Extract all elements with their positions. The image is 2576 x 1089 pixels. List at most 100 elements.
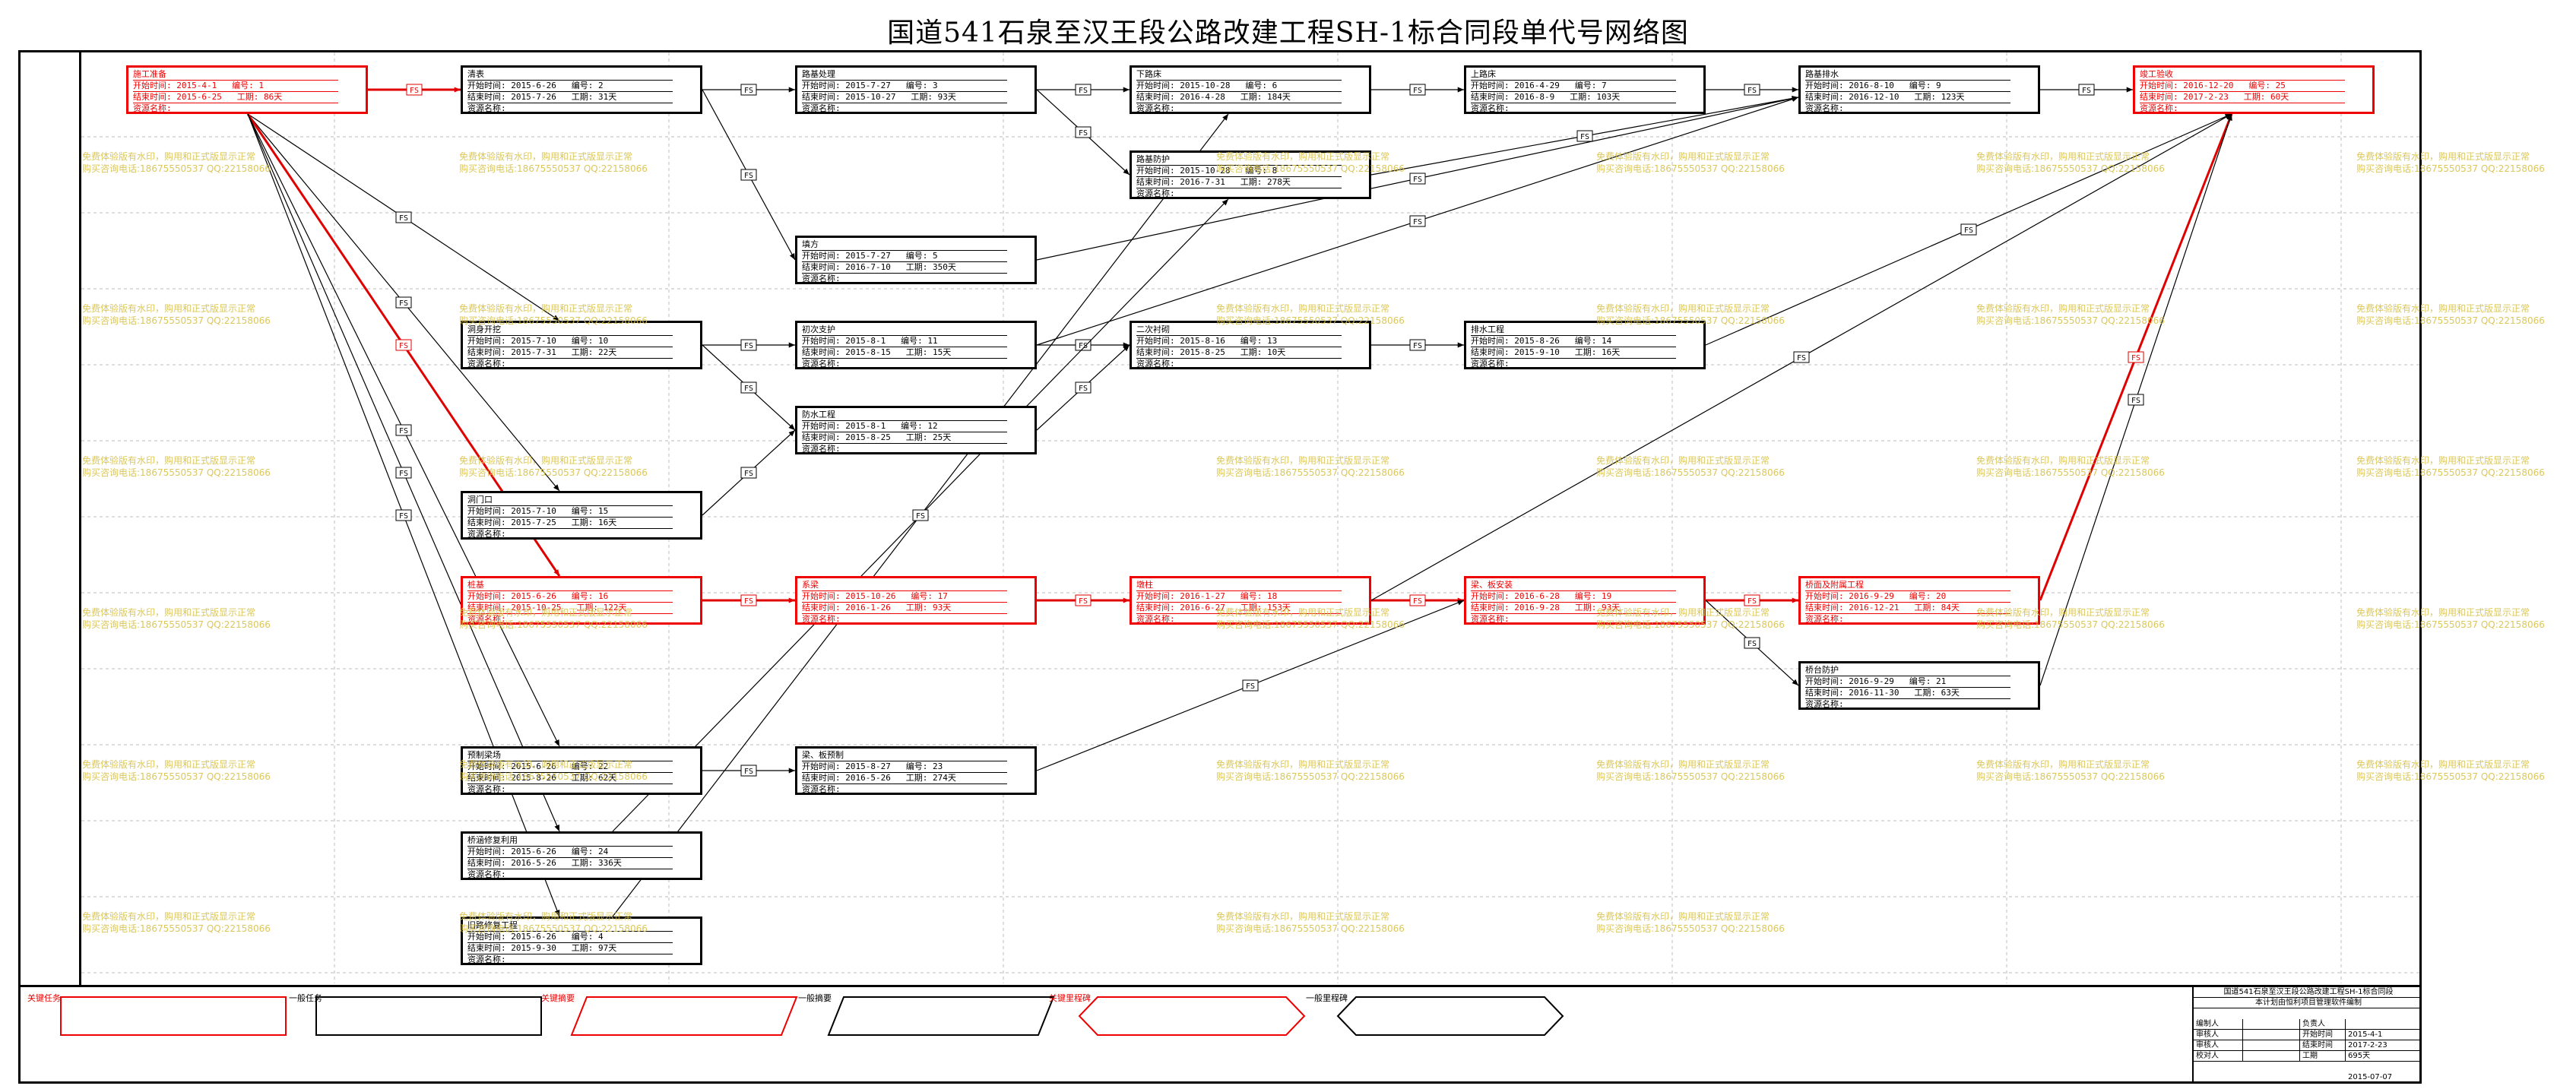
task-resource-row: 资源名称: [467,103,506,113]
link-type-label: FS [1413,87,1422,95]
legend-critical-task-shape [60,996,287,1036]
arrow-head [553,569,559,576]
task-name: 旧路修复工程 [467,920,673,932]
link-type-label: FS [1079,87,1088,95]
task-start-row: 开始时间: 2015-8-1 编号: 12 [802,421,1007,432]
link-type-label: FS [399,427,408,435]
task-name: 桥面及附属工程 [1805,580,2010,591]
watermark: 免费体验版有水印，购用和正式版显示正常购买咨询电话:18675550537 QQ… [1596,455,1785,478]
arrow-head [1123,597,1130,603]
task-start-row: 开始时间: 2016-8-10 编号: 9 [1805,81,2010,92]
task-resource-row: 资源名称: [802,103,841,113]
link-type-box [740,467,757,479]
watermark: 免费体验版有水印，购用和正式版显示正常购买咨询电话:18675550537 QQ… [1216,759,1405,782]
link-type-box [395,211,412,223]
task-start-row: 开始时间: 2015-8-27 编号: 23 [802,761,1007,773]
watermark: 免费体验版有水印，购用和正式版显示正常购买咨询电话:18675550537 QQ… [1976,303,2165,326]
task-resource-row: 资源名称: [802,359,841,369]
task-end-row: 结束时间: 2016-5-26 工期: 336天 [467,858,673,869]
link-type-label: FS [916,512,925,521]
link-type-box [395,467,412,479]
link-type-label: FS [1079,597,1088,606]
arrow-head [788,597,795,603]
link-type-box [395,424,412,436]
arrow-head [553,315,559,321]
task-name: 路基防护 [1136,154,1342,166]
left-column-divider [79,50,81,985]
task-resource-row: 资源名称: [133,103,172,113]
task-start-row: 开始时间: 2015-8-16 编号: 13 [1136,336,1342,347]
task-resource-row: 资源名称: [1805,699,1844,709]
arrow-head [1222,114,1228,121]
task-resource-row: 资源名称: [467,954,506,964]
watermark: 免费体验版有水印，购用和正式版显示正常购买咨询电话:18675550537 QQ… [1976,151,2165,174]
watermark: 免费体验版有水印，购用和正式版显示正常购买咨询电话:18675550537 QQ… [1216,151,1405,174]
link-type-box [1409,339,1426,351]
tb-cell: 2017-2-23 [2348,1041,2387,1049]
task-resource-row: 资源名称: [467,359,506,369]
link-type-label: FS [410,87,419,95]
task-end-row: 结束时间: 2015-8-15 工期: 15天 [802,347,1007,359]
task-end-row: 结束时间: 2016-12-10 工期: 123天 [1805,92,2010,103]
task-resource-row: 资源名称: [467,869,506,879]
watermark: 免费体验版有水印，购用和正式版显示正常购买咨询电话:18675550537 QQ… [2356,303,2545,326]
arrow-head [1123,168,1130,175]
link-type-box [1242,679,1259,692]
task-resource-row: 资源名称: [1471,614,1510,624]
arrow-head [2225,114,2232,120]
task-name: 墩柱 [1136,580,1342,591]
legend-separator [18,985,2422,987]
task-name: 桥台防护 [1805,665,2010,676]
task-end-row: 结束时间: 2016-5-26 工期: 274天 [802,773,1007,784]
task-resource-row: 资源名称: [1805,614,1844,624]
task-start-row: 开始时间: 2015-7-27 编号: 3 [802,81,1007,92]
task-resource-row: 资源名称: [1471,359,1510,369]
legend-critical-milestone-shape [1078,996,1306,1036]
link-type-label: FS [2082,87,2091,95]
task-end-row: 结束时间: 2015-7-31 工期: 22天 [467,347,673,359]
tb-cell [2243,1040,2300,1050]
task-end-row: 结束时间: 2016-8-9 工期: 103天 [1471,92,1676,103]
task-end-row: 结束时间: 2015-10-27 工期: 93天 [802,92,1007,103]
tb-software: 本计划由恒利项目管理软件编制 [2255,999,2362,1007]
arrow-head [1457,342,1464,348]
legend-normal-task-label: 一般任务 [289,993,322,1003]
task-resource-row: 资源名称: [467,529,506,539]
task-resource-row: 资源名称: [467,614,506,624]
arrow-head [1792,597,1798,603]
task-name: 梁、板预制 [802,750,1007,761]
task-start-row: 开始时间: 2016-6-28 编号: 19 [1471,591,1676,603]
link-type-label: FS [399,342,408,350]
link-type-box [1075,84,1092,96]
link-type-box [740,84,757,96]
task-start-row: 开始时间: 2016-9-29 编号: 20 [1805,591,2010,603]
task-end-row: 结束时间: 2015-7-26 工期: 31天 [467,92,673,103]
arrow-head [1123,342,1130,348]
